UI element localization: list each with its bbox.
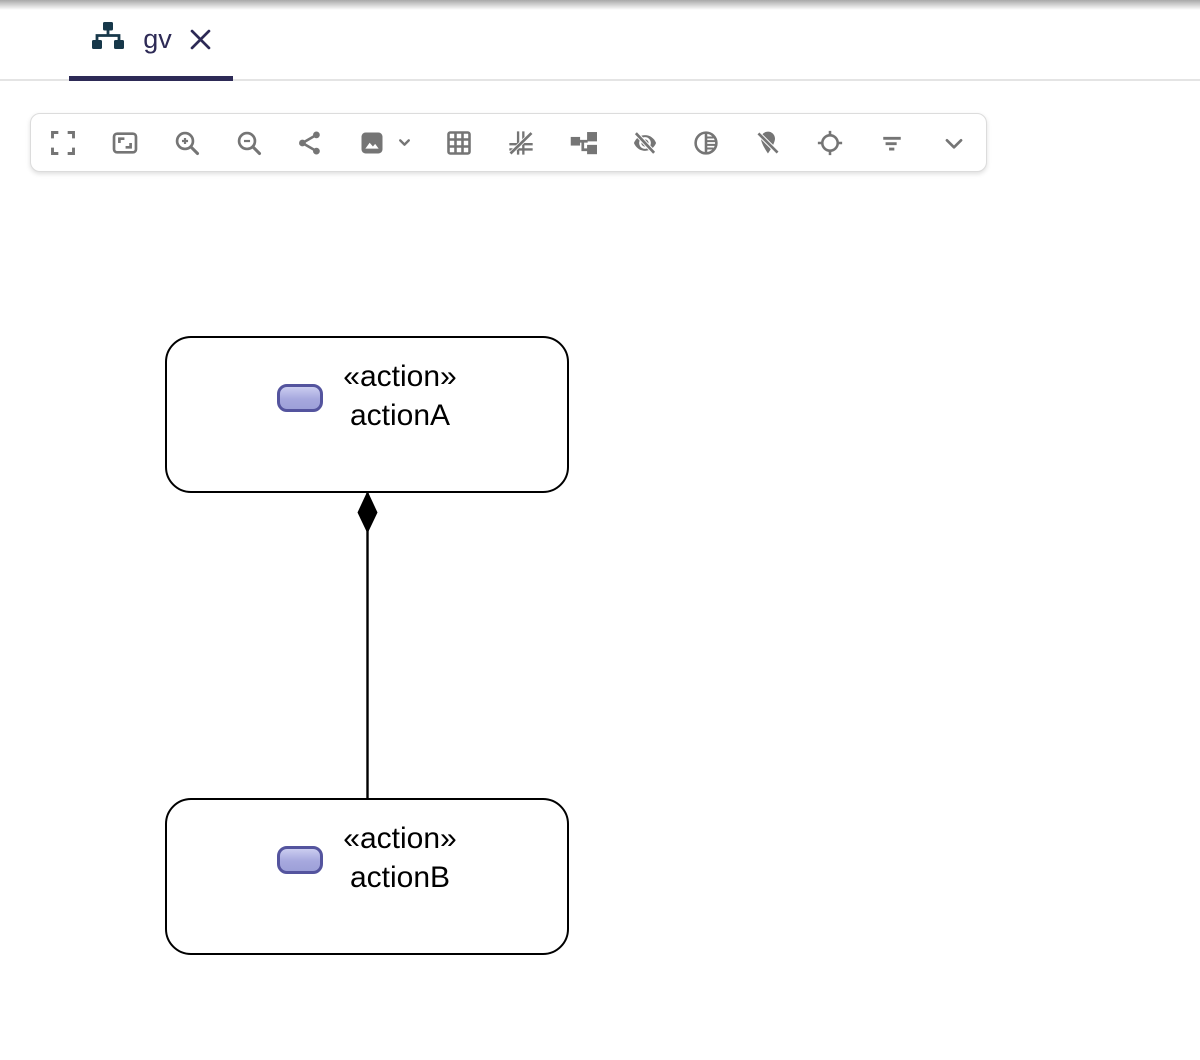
fullscreen-icon xyxy=(51,130,75,155)
node-label: «action» actionB xyxy=(343,819,456,897)
fullscreen-button[interactable] xyxy=(47,125,79,161)
node-actionB[interactable]: «action» actionB xyxy=(165,798,569,955)
node-name: actionB xyxy=(349,861,451,894)
contrast-icon xyxy=(694,130,719,155)
zoom-in-icon xyxy=(175,131,199,155)
filter-icon xyxy=(883,136,901,151)
zoom-out-button[interactable] xyxy=(233,125,265,161)
action-icon xyxy=(277,384,324,412)
crossings-off-icon xyxy=(508,130,533,155)
node-stereotype: «action» xyxy=(343,822,457,855)
diagram-toolbar xyxy=(30,113,987,172)
close-icon[interactable] xyxy=(187,26,214,53)
filter-button[interactable] xyxy=(876,125,908,161)
zoom-out-icon xyxy=(237,131,261,155)
tree-diagram-icon xyxy=(88,19,128,60)
share-button[interactable] xyxy=(294,125,326,161)
image-icon xyxy=(361,132,383,153)
toggle-grid-button[interactable] xyxy=(443,125,475,161)
action-icon xyxy=(277,846,324,874)
tab-gv[interactable]: gv xyxy=(69,0,233,79)
fit-to-screen-button[interactable] xyxy=(109,125,141,161)
chevron-down-icon xyxy=(945,138,963,149)
auto-layout-button[interactable] xyxy=(567,125,599,161)
node-name: actionA xyxy=(349,399,451,432)
grid-icon xyxy=(447,130,471,155)
zoom-in-button[interactable] xyxy=(171,125,203,161)
node-label: «action» actionA xyxy=(343,357,456,435)
node-stereotype: «action» xyxy=(343,360,457,393)
hide-elements-button[interactable] xyxy=(629,125,661,161)
tab-label: gv xyxy=(143,24,172,54)
pin-off-button[interactable] xyxy=(752,125,784,161)
export-image-dropdown[interactable] xyxy=(395,125,413,161)
node-actionA[interactable]: «action» actionA xyxy=(165,336,569,493)
top-shadow xyxy=(0,0,1200,10)
tab-bar: gv xyxy=(0,0,1200,81)
crosshair-icon xyxy=(817,130,843,155)
export-image-group xyxy=(356,125,413,161)
contrast-mode-button[interactable] xyxy=(690,125,722,161)
more-options-button[interactable] xyxy=(938,125,970,161)
layout-tree-icon xyxy=(570,131,597,154)
fit-screen-icon xyxy=(112,131,138,154)
active-tab-indicator xyxy=(69,76,233,81)
center-diagram-button[interactable] xyxy=(814,125,846,161)
composition-diamond xyxy=(357,491,378,534)
share-icon xyxy=(299,130,321,155)
eye-off-icon xyxy=(633,131,656,154)
toggle-edge-crossings-button[interactable] xyxy=(505,125,537,161)
export-image-button[interactable] xyxy=(356,125,388,161)
location-off-icon xyxy=(757,131,780,154)
chevron-down-icon xyxy=(398,139,410,146)
